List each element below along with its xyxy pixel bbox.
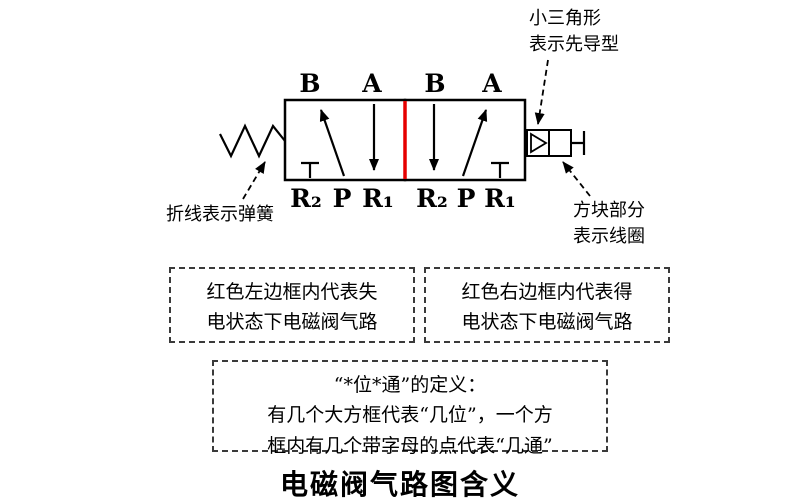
port-label-p-right: P bbox=[457, 184, 476, 213]
pilot-callout-label: 小三角形 表示先导型 bbox=[529, 6, 619, 58]
port-label-a2: A bbox=[481, 69, 502, 98]
coil-callout-arrow bbox=[562, 161, 591, 197]
spring-callout-arrow bbox=[242, 161, 266, 200]
note-deenergized-line2: 电状态下电磁阀气路 bbox=[206, 311, 378, 334]
spring-symbol bbox=[219, 123, 286, 159]
note-energized-line2: 电状态下电磁阀气路 bbox=[461, 311, 633, 334]
port-label-r2-right: R₂ bbox=[416, 184, 448, 213]
port-label-r2-left: R₂ bbox=[290, 184, 322, 213]
definition-line3: 框内有几个带字母的点代表“几通” bbox=[267, 434, 553, 457]
port-label-r1-right: R₁ bbox=[484, 184, 516, 213]
flow-arrow-p-to-b-left bbox=[319, 109, 346, 177]
pilot-callout-arrow bbox=[534, 59, 549, 125]
definition-line1: “*位*通”的定义： bbox=[333, 374, 487, 396]
note-deenergized-line1: 红色左边框内代表失 bbox=[206, 281, 378, 303]
valve-symbol-drawing: B A B A R₂ P R₁ R₂ P R₁ bbox=[219, 59, 591, 213]
pilot-callout-line1: 小三角形 bbox=[529, 8, 601, 29]
port-label-b2: B bbox=[424, 69, 445, 98]
pilot-triangle-icon bbox=[530, 132, 548, 154]
note-energized-line1: 红色右边框内代表得 bbox=[461, 281, 633, 303]
port-label-b1: B bbox=[299, 69, 320, 98]
blocked-port-symbol-left bbox=[301, 161, 319, 178]
note-box-energized: 红色右边框内代表得 电状态下电磁阀气路 bbox=[424, 267, 670, 343]
port-label-r1-left: R₁ bbox=[362, 184, 394, 213]
coil-box bbox=[548, 129, 572, 157]
note-box-deenergized: 红色左边框内代表失 电状态下电磁阀气路 bbox=[169, 267, 415, 343]
port-label-a1: A bbox=[361, 69, 382, 98]
coil-callout-line2: 表示线圈 bbox=[573, 226, 645, 248]
flow-arrow-p-to-a-right bbox=[461, 109, 488, 177]
page-title: 电磁阀气路图含义 bbox=[279, 468, 520, 500]
pilot-callout-line2: 表示先导型 bbox=[529, 34, 619, 56]
plunger-symbol bbox=[571, 131, 586, 155]
note-box-definition: “*位*通”的定义： 有几个大方框代表“几位”，一个方 框内有几个带字母的点代表… bbox=[212, 360, 608, 457]
definition-line2: 有几个大方框代表“几位”，一个方 bbox=[267, 404, 553, 427]
coil-callout-label: 方块部分 表示线圈 bbox=[573, 198, 645, 250]
port-label-p-left: P bbox=[333, 184, 352, 213]
coil-callout-line1: 方块部分 bbox=[573, 200, 645, 221]
blocked-port-symbol-right bbox=[491, 161, 509, 178]
spring-callout-label: 折线表示弹簧 bbox=[166, 204, 274, 225]
valve-chamber-left bbox=[283, 98, 407, 182]
